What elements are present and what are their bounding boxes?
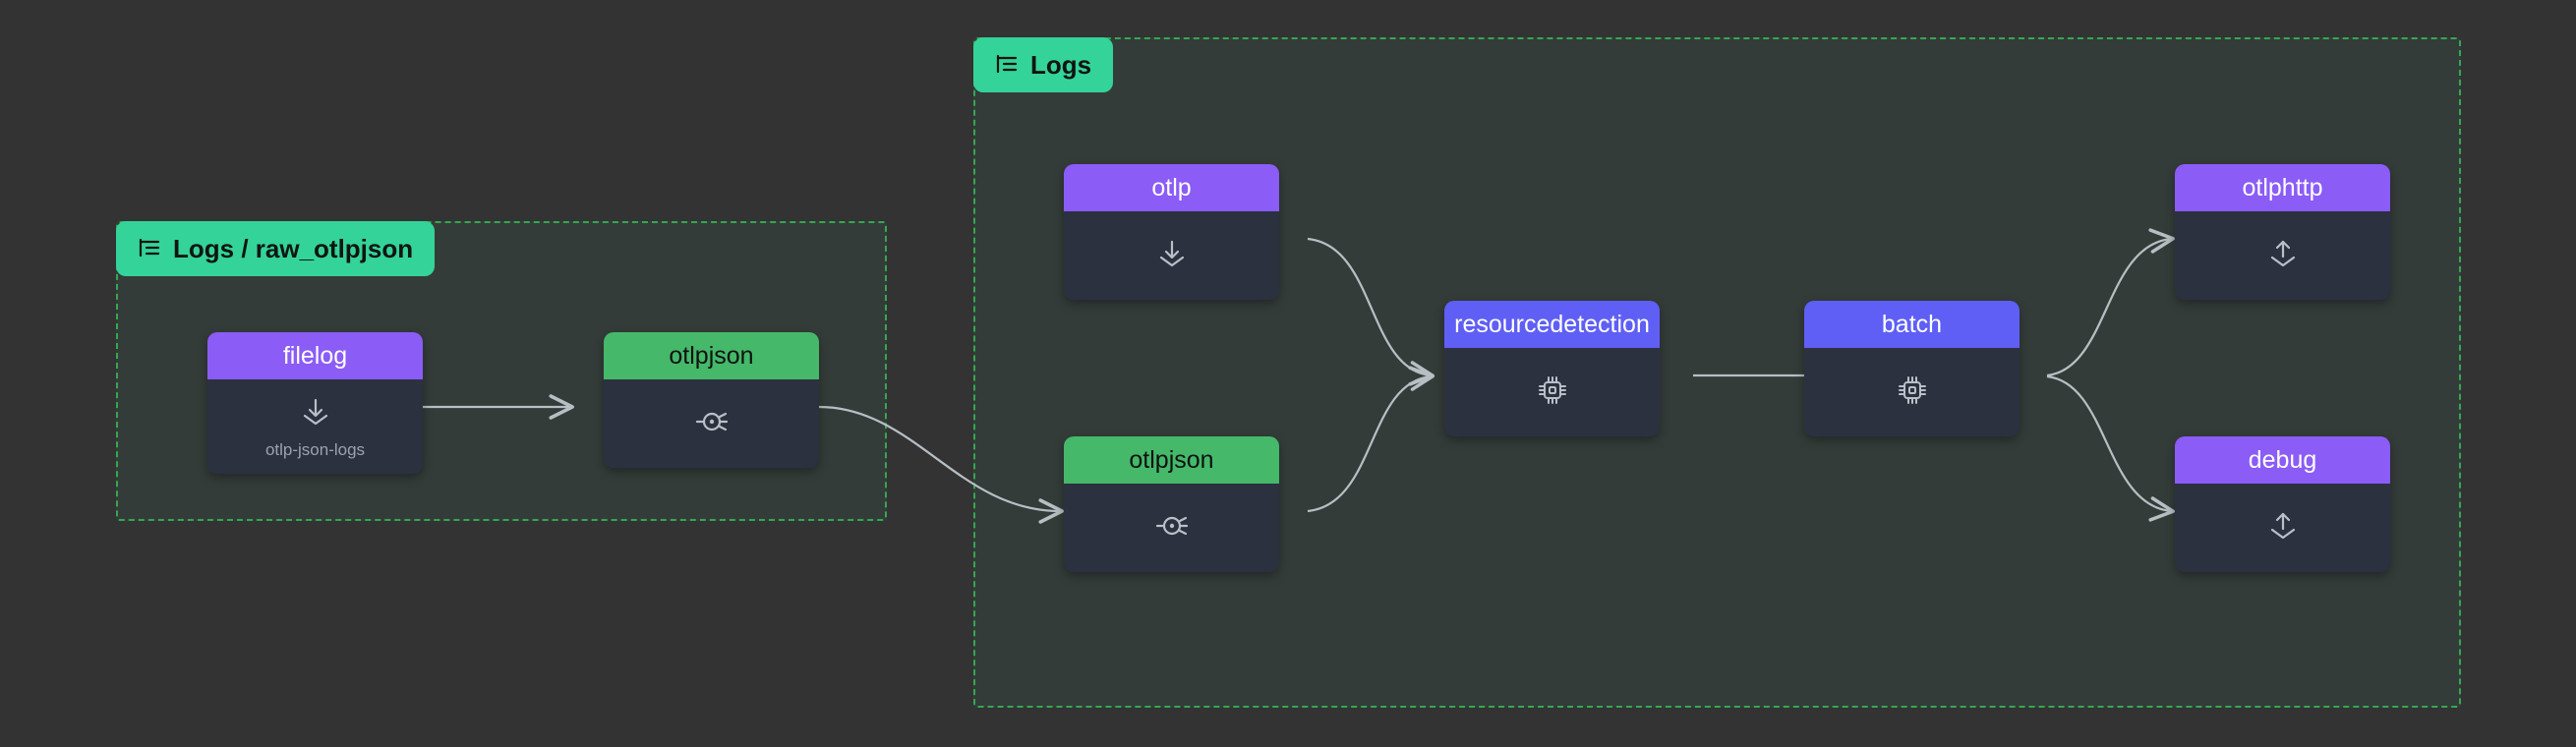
group-label-text: Logs <box>1030 50 1092 80</box>
group-logs[interactable] <box>973 37 2461 708</box>
list-tree-icon <box>995 50 1019 81</box>
upload-tray-icon <box>2266 237 2300 275</box>
node-batch-title: batch <box>1804 301 2020 348</box>
node-otlpjson-left-body <box>604 379 819 468</box>
download-tray-icon <box>299 395 332 433</box>
download-tray-icon <box>1155 237 1189 275</box>
node-otlphttp[interactable]: otlphttp <box>2175 164 2390 300</box>
node-filelog-title: filelog <box>207 332 423 379</box>
group-logs-label[interactable]: Logs <box>973 37 1114 92</box>
cpu-chip-icon <box>1896 374 1929 412</box>
node-debug-title: debug <box>2175 436 2390 484</box>
list-tree-icon <box>138 234 161 264</box>
node-filelog[interactable]: filelog otlp-json-logs <box>207 332 423 474</box>
node-filelog-subtitle: otlp-json-logs <box>264 440 366 459</box>
node-otlpjson-right[interactable]: otlpjson <box>1064 436 1279 572</box>
node-resourcedetection-title: resourcedetection <box>1444 301 1660 348</box>
group-raw-otlpjson-label[interactable]: Logs / raw_otlpjson <box>116 221 436 276</box>
node-resourcedetection-body <box>1444 348 1660 436</box>
connector-icon <box>694 407 730 441</box>
upload-tray-icon <box>2266 509 2300 547</box>
node-otlp[interactable]: otlp <box>1064 164 1279 300</box>
node-otlpjson-left[interactable]: otlpjson <box>604 332 819 468</box>
cpu-chip-icon <box>1536 374 1569 412</box>
node-filelog-body: otlp-json-logs <box>207 379 423 474</box>
node-otlp-body <box>1064 211 1279 300</box>
node-otlphttp-title: otlphttp <box>2175 164 2390 211</box>
node-otlpjson-left-title: otlpjson <box>604 332 819 379</box>
node-otlpjson-right-body <box>1064 484 1279 572</box>
node-otlphttp-body <box>2175 211 2390 300</box>
node-otlp-title: otlp <box>1064 164 1279 211</box>
node-resourcedetection[interactable]: resourcedetection <box>1444 301 1660 436</box>
connector-icon <box>1154 511 1190 546</box>
node-batch-body <box>1804 348 2020 436</box>
node-otlpjson-right-title: otlpjson <box>1064 436 1279 484</box>
node-debug-body <box>2175 484 2390 572</box>
group-label-text: Logs / raw_otlpjson <box>173 234 414 263</box>
node-batch[interactable]: batch <box>1804 301 2020 436</box>
node-debug[interactable]: debug <box>2175 436 2390 572</box>
